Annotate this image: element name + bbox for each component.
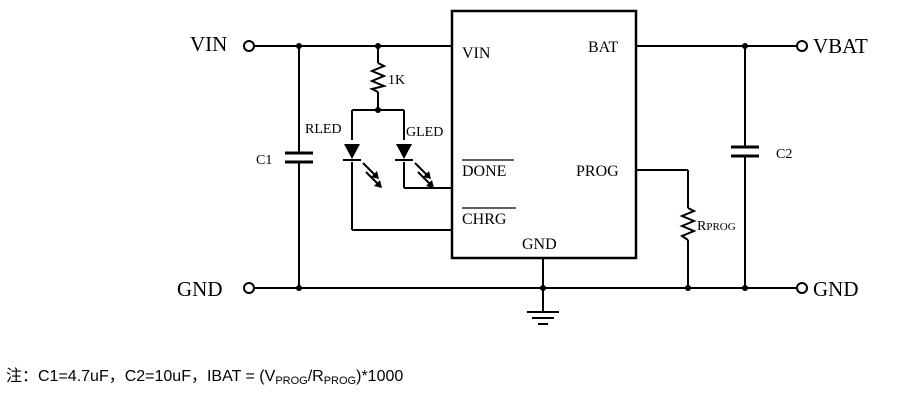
- junction-dots: [296, 43, 748, 291]
- gnd-left-label: GND: [177, 277, 223, 301]
- ic-pin-vin: VIN: [462, 45, 491, 62]
- ic-pin-bat: BAT: [588, 39, 618, 56]
- capacitor-c1: [285, 151, 313, 164]
- vbat-label: VBAT: [813, 34, 868, 58]
- ic-pin-done: DONE: [462, 163, 506, 180]
- capacitor-c2: [731, 145, 759, 158]
- vin-label: VIN: [190, 32, 227, 56]
- rled-diode-icon: [343, 144, 382, 188]
- ic-pin-gnd: GND: [522, 236, 557, 253]
- resistor-1k: [369, 62, 388, 93]
- ic-pin-prog: PROG: [576, 163, 619, 180]
- rprog-label: RPROG: [697, 219, 736, 234]
- rled-label: RLED: [305, 122, 342, 137]
- resistor-rprog: [679, 207, 697, 241]
- vbat-terminal: [796, 40, 808, 52]
- gnd-right-label: GND: [813, 277, 859, 301]
- circuit-schematic: VIN GND VBAT GND VIN BAT DONE PROG CHRG …: [177, 9, 868, 325]
- ic-pin-chrg: CHRG: [462, 211, 507, 228]
- r1-label: 1K: [388, 73, 405, 88]
- terminal-circles: [243, 40, 808, 294]
- formula-note: 注：C1=4.7uF，C2=10uF，IBAT = (VPROG/RPROG)*…: [6, 368, 404, 387]
- charger-ic: [450, 9, 638, 260]
- c1-label: C1: [256, 153, 272, 168]
- gnd-right-terminal: [796, 282, 808, 294]
- ground-icon: [527, 311, 559, 325]
- wires: [254, 45, 797, 312]
- gnd-left-terminal: [243, 282, 255, 294]
- gled-label: GLED: [406, 125, 443, 140]
- c2-label: C2: [776, 147, 792, 162]
- gled-diode-icon: [395, 144, 434, 188]
- vin-terminal: [243, 40, 255, 52]
